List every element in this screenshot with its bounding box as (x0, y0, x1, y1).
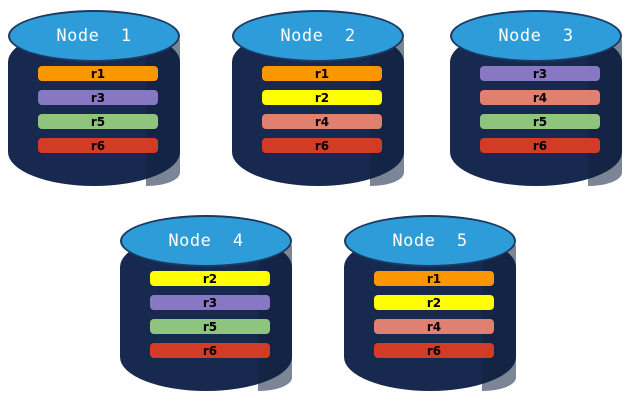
replica-label: r5 (202, 319, 218, 334)
replica-label: r4 (532, 90, 548, 105)
replica-bar[interactable]: r4 (262, 114, 382, 129)
replica-label: r1 (90, 66, 106, 81)
replica-label: r4 (314, 114, 330, 129)
replica-bar[interactable]: r6 (262, 138, 382, 153)
replica-stack: r1 r2 r4 r6 (374, 271, 494, 358)
replica-label: r3 (90, 90, 106, 105)
replica-label: r6 (426, 343, 442, 358)
replica-label: r2 (314, 90, 330, 105)
replica-label: r6 (90, 138, 106, 153)
replica-bar[interactable]: r4 (480, 90, 600, 105)
replica-bar[interactable]: r6 (150, 343, 270, 358)
replica-bar[interactable]: r2 (374, 295, 494, 310)
replica-label: r5 (532, 114, 548, 129)
replica-label: r1 (314, 66, 330, 81)
replica-label: r3 (532, 66, 548, 81)
replica-label: r3 (202, 295, 218, 310)
replica-bar[interactable]: r1 (262, 66, 382, 81)
replica-label: r1 (426, 271, 442, 286)
replica-bar[interactable]: r2 (262, 90, 382, 105)
replica-bar[interactable]: r3 (150, 295, 270, 310)
replica-bar[interactable]: r3 (480, 66, 600, 81)
replica-stack: r2 r3 r5 r6 (150, 271, 270, 358)
node-cylinder-top (344, 215, 516, 267)
replica-bar[interactable]: r6 (38, 138, 158, 153)
replica-bar[interactable]: r1 (38, 66, 158, 81)
replica-stack: r1 r2 r4 r6 (262, 66, 382, 153)
replica-label: r4 (426, 319, 442, 334)
replica-bar[interactable]: r3 (38, 90, 158, 105)
node-cylinder-top (120, 215, 292, 267)
replica-label: r2 (202, 271, 218, 286)
node-cylinder-top (450, 10, 622, 62)
replica-bar[interactable]: r5 (150, 319, 270, 334)
replica-bar[interactable]: r4 (374, 319, 494, 334)
replica-bar[interactable]: r6 (374, 343, 494, 358)
replica-bar[interactable]: r1 (374, 271, 494, 286)
replica-bar[interactable]: r5 (38, 114, 158, 129)
replica-label: r6 (314, 138, 330, 153)
replica-label: r2 (426, 295, 442, 310)
node-cylinder-top (232, 10, 404, 62)
replica-bar[interactable]: r6 (480, 138, 600, 153)
replica-bar[interactable]: r2 (150, 271, 270, 286)
replica-stack: r3 r4 r5 r6 (480, 66, 600, 153)
replica-label: r6 (202, 343, 218, 358)
replica-stack: r1 r3 r5 r6 (38, 66, 158, 153)
replica-label: r5 (90, 114, 106, 129)
replica-label: r6 (532, 138, 548, 153)
replica-bar[interactable]: r5 (480, 114, 600, 129)
node-cylinder-top (8, 10, 180, 62)
